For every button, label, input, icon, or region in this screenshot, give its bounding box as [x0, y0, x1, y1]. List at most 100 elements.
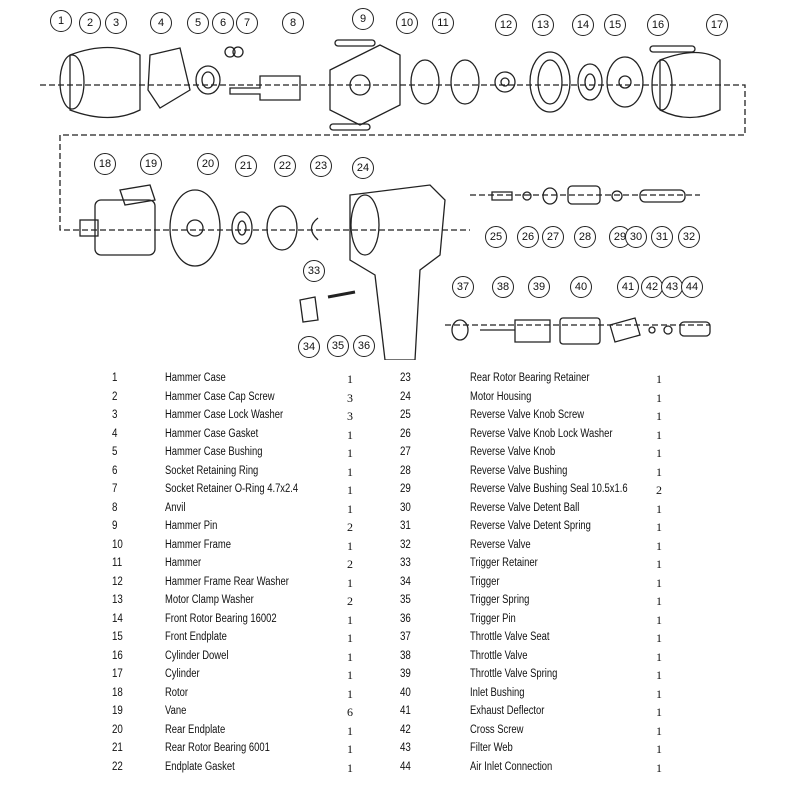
part-number: 30 [400, 501, 411, 514]
callout-27: 27 [542, 226, 564, 248]
part-qty: 1 [656, 705, 662, 719]
callout-8: 8 [282, 12, 304, 34]
part-name: Trigger Spring [470, 594, 530, 606]
part-qty: 1 [656, 612, 662, 627]
part-qty: 1 [656, 649, 662, 664]
callout-40: 40 [570, 276, 592, 298]
part-name: Reverse Valve Detent Ball [470, 501, 580, 514]
part-number: 1 [112, 372, 118, 384]
part-name: Rear Rotor Bearing Retainer [470, 372, 590, 384]
part-number: 11 [112, 557, 123, 569]
part-name: Hammer Frame Rear Washer [165, 575, 289, 588]
part-qty: 1 [656, 742, 662, 756]
part-qty: 1 [347, 686, 353, 701]
throttle-parts [451, 317, 711, 345]
hammer-case [59, 46, 141, 119]
vane [119, 184, 156, 206]
parts-row: 23 Rear Rotor Bearing Retainer 1 [0, 372, 800, 390]
callout-39: 39 [528, 276, 550, 298]
part-qty: 1 [656, 575, 662, 590]
callout-16: 16 [647, 14, 669, 36]
motor-clamp-washer [529, 51, 571, 113]
part-number: 38 [400, 649, 411, 662]
part-qty: 1 [656, 686, 662, 701]
part-number: 34 [400, 575, 411, 588]
part-number: 18 [112, 686, 123, 699]
part-number: 10 [112, 538, 123, 551]
part-qty: 1 [347, 372, 353, 386]
part-name: Inlet Bushing [470, 686, 525, 699]
reverse-valve-parts [491, 185, 686, 205]
part-name: Hammer Pin [165, 520, 218, 532]
part-number: 6 [112, 464, 118, 477]
rear-endplate [169, 189, 221, 267]
part-qty: 1 [347, 668, 353, 682]
part-qty: 1 [656, 760, 662, 775]
part-qty: 1 [656, 668, 662, 682]
part-number: 31 [400, 520, 411, 532]
part-name: Cylinder [165, 668, 200, 680]
part-name: Anvil [165, 501, 186, 514]
part-name: Socket Retaining Ring [165, 464, 259, 477]
callout-30: 30 [625, 226, 647, 248]
rotor [79, 199, 156, 256]
part-name: Trigger Retainer [470, 557, 538, 569]
hammer-frame-rear-washer [494, 71, 516, 93]
callout-35: 35 [327, 335, 349, 357]
callout-5: 5 [187, 12, 209, 34]
part-number: 23 [400, 372, 411, 384]
part-qty: 1 [347, 723, 353, 738]
part-name: Reverse Valve Bushing [470, 464, 568, 477]
part-qty: 1 [656, 557, 662, 571]
part-number: 15 [112, 631, 123, 643]
part-number: 14 [112, 612, 123, 625]
part-qty: 1 [347, 446, 353, 460]
hammer-case-bushing [195, 65, 221, 95]
part-number: 41 [400, 705, 411, 717]
callout-28: 28 [574, 226, 596, 248]
callout-17: 17 [706, 14, 728, 36]
callout-15: 15 [604, 14, 626, 36]
callout-36: 36 [353, 335, 375, 357]
part-qty: 6 [347, 705, 353, 719]
part-qty: 1 [656, 594, 662, 608]
callout-13: 13 [532, 14, 554, 36]
part-name: Throttle Valve Spring [470, 668, 558, 680]
part-name: Hammer Case Bushing [165, 446, 263, 458]
callout-3: 3 [105, 12, 127, 34]
part-number: 42 [400, 723, 411, 736]
part-qty: 1 [347, 631, 353, 645]
part-name: Throttle Valve [470, 649, 528, 662]
callout-37: 37 [452, 276, 474, 298]
cylinder-dowel [649, 45, 696, 53]
part-number: 8 [112, 501, 118, 514]
trigger [299, 290, 356, 323]
part-qty: 2 [347, 557, 353, 571]
part-name: Hammer Case Lock Washer [165, 409, 284, 421]
front-endplate [606, 56, 644, 108]
part-number: 21 [112, 742, 123, 754]
callout-14: 14 [572, 14, 594, 36]
callout-25: 25 [485, 226, 507, 248]
part-name: Reverse Valve Knob [470, 446, 556, 458]
part-name: Reverse Valve Knob Lock Washer [470, 427, 613, 440]
part-number: 43 [400, 742, 411, 754]
part-name: Throttle Valve Seat [470, 631, 550, 643]
part-qty: 1 [347, 501, 353, 516]
part-name: Trigger Pin [470, 612, 516, 625]
part-qty: 1 [347, 760, 353, 775]
